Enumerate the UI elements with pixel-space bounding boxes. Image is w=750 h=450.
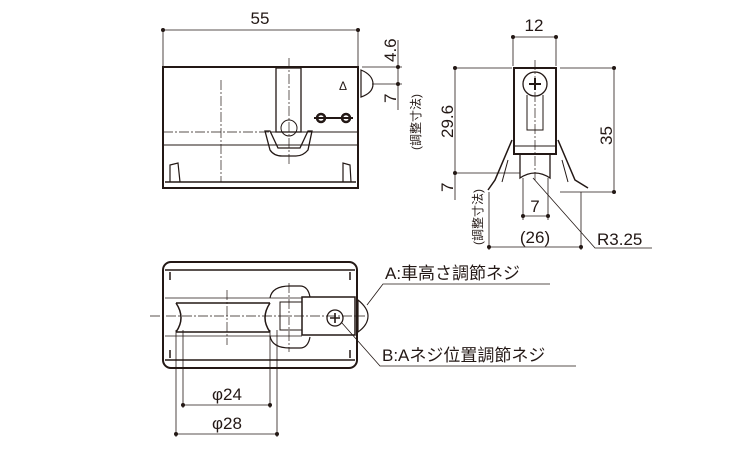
callout-a: A:車高さ調節ネジ: [385, 264, 520, 283]
slot: [275, 67, 302, 133]
plan-view: A:車高さ調節ネジ B:Aネジ位置調節ネジ φ24 φ28: [150, 261, 576, 437]
wheel-groove: [519, 155, 551, 180]
overall-width-dimension: (26): [520, 228, 550, 247]
hook: [264, 130, 313, 157]
adjust-screw-a: [360, 69, 374, 98]
callout-b: B:Aネジ位置調節ネジ: [382, 346, 545, 365]
side-adjust-note: (調整寸法): [470, 189, 485, 245]
triangle-mark: Δ: [339, 79, 347, 93]
adjust-screw-a-plan: [357, 298, 369, 334]
link-bar: [314, 112, 353, 124]
plan-body: [162, 261, 358, 369]
front-view: 55 Δ 4.6 7 (調整寸法): [161, 9, 423, 189]
groove-width-dimension: 7: [530, 197, 539, 216]
side-adjust-dimension: 7: [438, 183, 457, 192]
front-adjust-dimension: 7: [381, 94, 400, 103]
side-view: 12 29.6 7 (調整寸法) 35 7 (26) R3.25: [438, 16, 652, 250]
radius-dimension: R3.25: [597, 230, 642, 249]
adjust-screw-b: [326, 309, 344, 327]
total-height-dimension: 35: [597, 126, 616, 145]
top-offset-dimension: 4.6: [381, 38, 400, 62]
width-dimension: 55: [251, 9, 270, 28]
front-body: [162, 66, 359, 189]
side-springs: [487, 139, 589, 191]
wheel-inner-dimension: φ24: [212, 385, 242, 404]
height-dimension: 29.6: [438, 105, 457, 138]
wheel-top: [175, 302, 271, 333]
front-adjust-note: (調整寸法): [408, 94, 423, 150]
wheel-outer-dimension: φ28: [212, 414, 242, 433]
top-width-dimension: 12: [525, 16, 544, 35]
